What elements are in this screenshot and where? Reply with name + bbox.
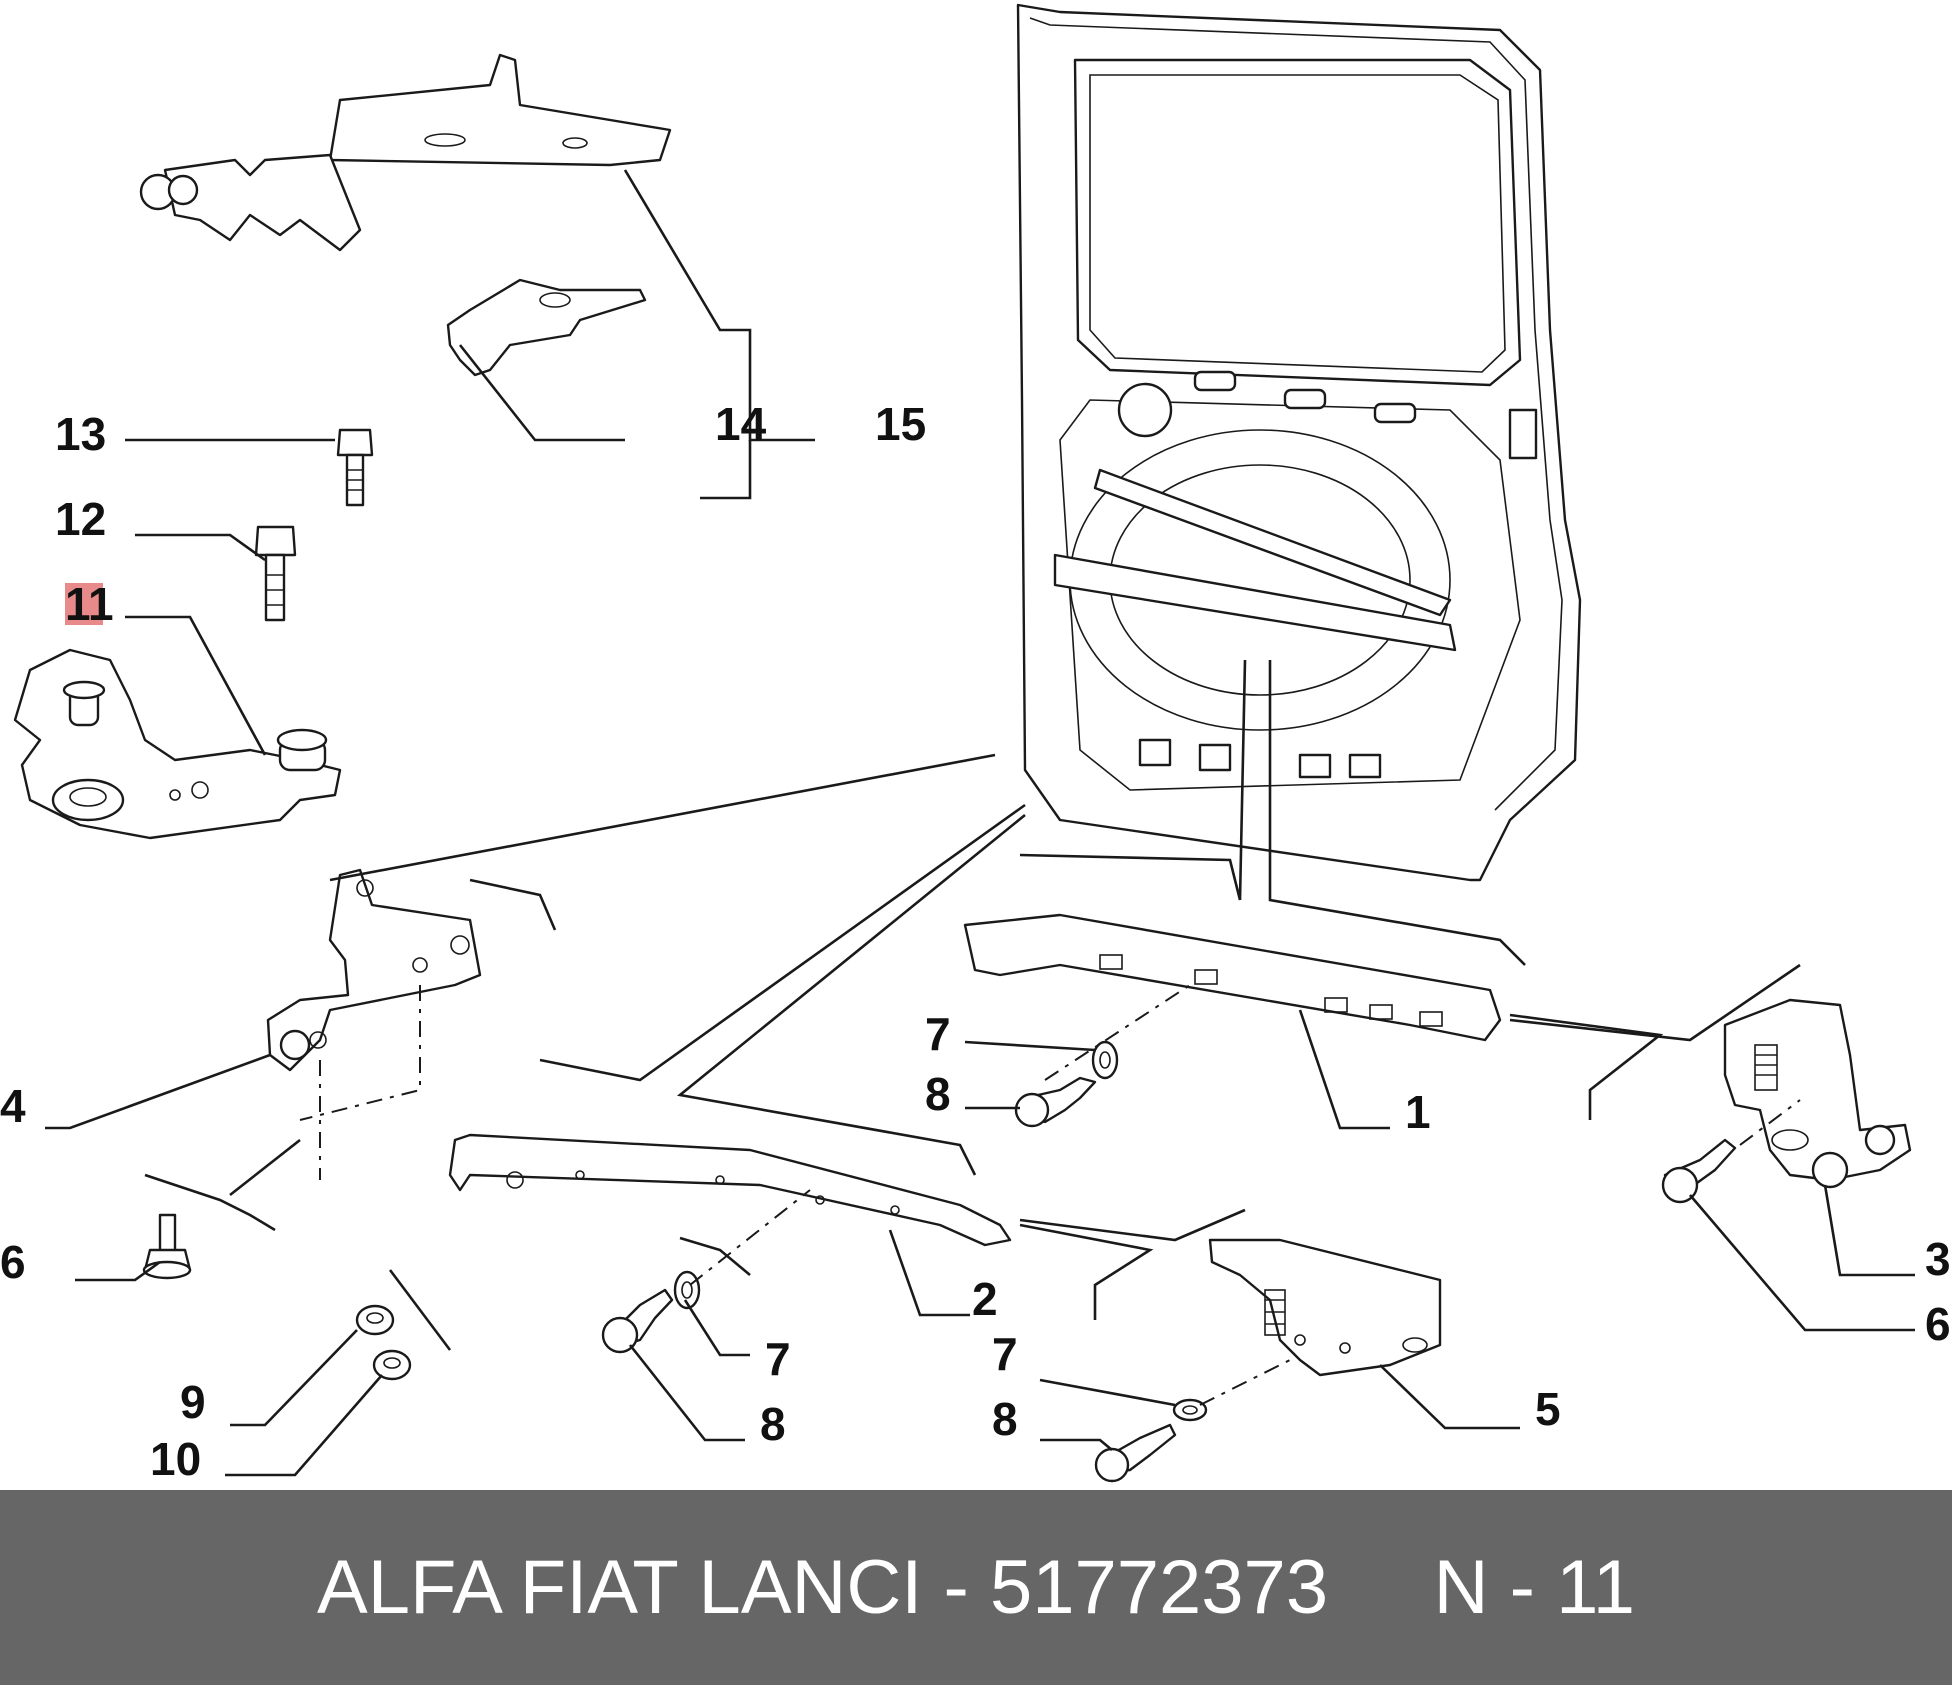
part-9-nut [355,1304,395,1336]
callout-8-lower-right: 8 [992,1393,1018,1445]
part-11-roller-hinge [13,648,342,840]
callout-6-left: 6 [0,1236,26,1288]
part-3-hinge [1723,998,1912,1189]
callout-8-upper: 8 [925,1068,951,1120]
callout-9: 9 [180,1376,206,1428]
callout-1: 1 [1405,1086,1431,1138]
part-8-screw-b [601,1288,674,1354]
callout-10: 10 [150,1433,201,1485]
part-12-bolt [254,525,297,622]
callout-5: 5 [1535,1383,1561,1435]
part-1-upper-rail [963,913,1502,1042]
part-7-washer-a [1091,1040,1119,1080]
callout-7-lower-left: 7 [765,1333,791,1385]
callout-2: 2 [972,1273,998,1325]
part-6-screw-b [1661,1138,1737,1204]
part-2-lower-rail [448,1133,1012,1247]
parts-diagram: 13 12 11 14 15 4 6 9 10 7 8 1 2 7 8 7 8 … [0,3,1951,1485]
footer-bar: ALFA FIAT LANCI - 51772373 N - 11 [0,1490,1952,1685]
callout-6-right: 6 [1925,1298,1951,1350]
part-14-hinge-plate [446,278,647,377]
callout-11: 11 [65,578,114,630]
part-13-bolt [336,428,374,507]
callout-14: 14 [715,398,767,450]
part-5-lower-hinge [1208,1238,1442,1377]
callout-13: 13 [55,408,106,460]
part-8-screw-a [1014,1076,1097,1128]
part-10-nut [372,1349,412,1381]
part-4-bracket [266,868,482,1072]
callout-8-lower-left: 8 [760,1398,786,1450]
footer-part-number: ALFA FIAT LANCI - 51772373 N - 11 [317,1545,1635,1630]
part-7-washer-c [1172,1398,1208,1422]
callout-12: 12 [55,493,106,545]
part-15-upper-bracket [139,53,672,252]
door-panel-illustration [1016,3,1582,882]
callout-7-lower-right: 7 [992,1328,1018,1380]
part-8-screw-c [1094,1423,1177,1483]
part-7-washer-b [673,1270,701,1310]
callout-labels: 13 12 11 14 15 4 6 9 10 7 8 1 2 7 8 7 8 … [0,398,1951,1485]
callout-11-highlight [65,583,103,625]
leader-lines [45,169,1915,1477]
assembly-lines [299,984,1801,1406]
callout-3: 3 [1925,1233,1951,1285]
context-lines [144,659,1801,1351]
callout-15: 15 [875,398,926,450]
callout-4: 4 [0,1080,26,1132]
callout-7-upper: 7 [925,1008,951,1060]
